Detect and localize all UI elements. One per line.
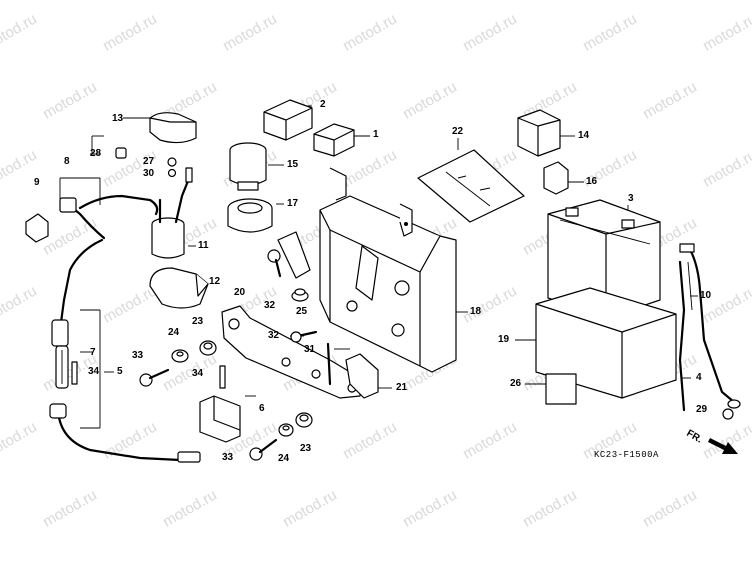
callout-31: 31 — [304, 344, 316, 355]
part-2-fuse-box-cover — [263, 99, 313, 141]
part-32-bolt-upper — [267, 249, 282, 278]
part-17-rubber-mount — [227, 198, 273, 233]
part-23-grommet-upper — [199, 340, 217, 356]
part-1-fuse-holder — [313, 123, 355, 157]
callout-33-upper: 33 — [132, 350, 144, 361]
callout-21: 21 — [396, 382, 408, 393]
callout-18: 18 — [470, 306, 482, 317]
drawing-reference-code: KC23-F1500A — [594, 450, 659, 460]
callout-12: 12 — [209, 276, 221, 287]
callout-16: 16 — [586, 176, 598, 187]
part-12-relay-cover — [149, 267, 209, 309]
part-24-collar-lower — [278, 423, 294, 437]
part-26-caution-label — [545, 373, 577, 405]
part-8-battery-cable — [59, 194, 159, 240]
leader-lines — [59, 105, 698, 429]
part-28-nut — [115, 147, 127, 159]
part-19-battery-box — [535, 287, 677, 399]
callout-32-upper: 32 — [264, 300, 276, 311]
callout-33-lower: 33 — [222, 452, 234, 463]
part-23-grommet-lower — [295, 412, 313, 428]
callout-23-lower: 23 — [300, 443, 312, 454]
part-34-fuse-pins — [71, 361, 226, 389]
part-10-positive-cable — [679, 243, 741, 409]
part-29-washer — [722, 408, 734, 420]
front-direction-arrow-icon — [708, 438, 738, 454]
callout-2: 2 — [320, 99, 326, 110]
part-25-grommet — [291, 288, 309, 302]
callout-20: 20 — [234, 287, 246, 298]
callout-24-lower: 24 — [278, 453, 290, 464]
part-18-battery-tray — [277, 167, 457, 399]
callout-5: 5 — [117, 366, 123, 377]
part-32-bolt-lower — [290, 330, 318, 343]
callout-9: 9 — [34, 177, 40, 188]
part-6-connector-holder — [199, 395, 241, 443]
callout-32-lower: 32 — [268, 330, 280, 341]
callout-6: 6 — [259, 403, 265, 414]
part-7-fuse-holder — [55, 345, 69, 389]
callout-19: 19 — [498, 334, 510, 345]
part-4-breather-tube — [678, 260, 693, 412]
part-27-washer — [167, 157, 177, 167]
callout-23-upper: 23 — [192, 316, 204, 327]
part-11-starter-relay — [151, 167, 193, 259]
callout-22: 22 — [452, 126, 464, 137]
callout-11: 11 — [198, 240, 209, 251]
callout-30: 30 — [143, 168, 155, 179]
callout-10: 10 — [700, 290, 712, 301]
callout-3: 3 — [628, 193, 634, 204]
callout-7: 7 — [90, 347, 96, 358]
callout-34-left: 34 — [88, 366, 100, 377]
callout-4: 4 — [696, 372, 702, 383]
part-22-insulator-plate — [417, 149, 525, 223]
callout-24-upper: 24 — [168, 327, 180, 338]
callout-14: 14 — [578, 130, 590, 141]
callout-8: 8 — [64, 156, 70, 167]
callout-25: 25 — [296, 306, 308, 317]
callout-13: 13 — [112, 113, 124, 124]
callout-1: 1 — [373, 129, 379, 140]
part-16-connector — [543, 161, 569, 195]
part-30-nut — [167, 168, 177, 178]
part-33-bolt-lower — [249, 438, 278, 461]
callout-15: 15 — [287, 159, 299, 170]
part-24-collar-upper — [171, 349, 189, 363]
part-3-battery — [547, 199, 661, 319]
callout-26: 26 — [510, 378, 522, 389]
callout-17: 17 — [287, 198, 299, 209]
part-33-bolt-upper — [139, 368, 170, 387]
callout-34-right: 34 — [192, 368, 204, 379]
part-31-collar — [326, 342, 332, 386]
callout-27: 27 — [143, 156, 155, 167]
callout-29: 29 — [696, 404, 708, 415]
part-9-terminal-cover — [25, 213, 49, 243]
part-13-cover — [149, 112, 197, 144]
part-15-relay — [229, 142, 267, 191]
callout-28: 28 — [90, 148, 102, 159]
part-14-turn-signal-relay — [517, 109, 561, 157]
